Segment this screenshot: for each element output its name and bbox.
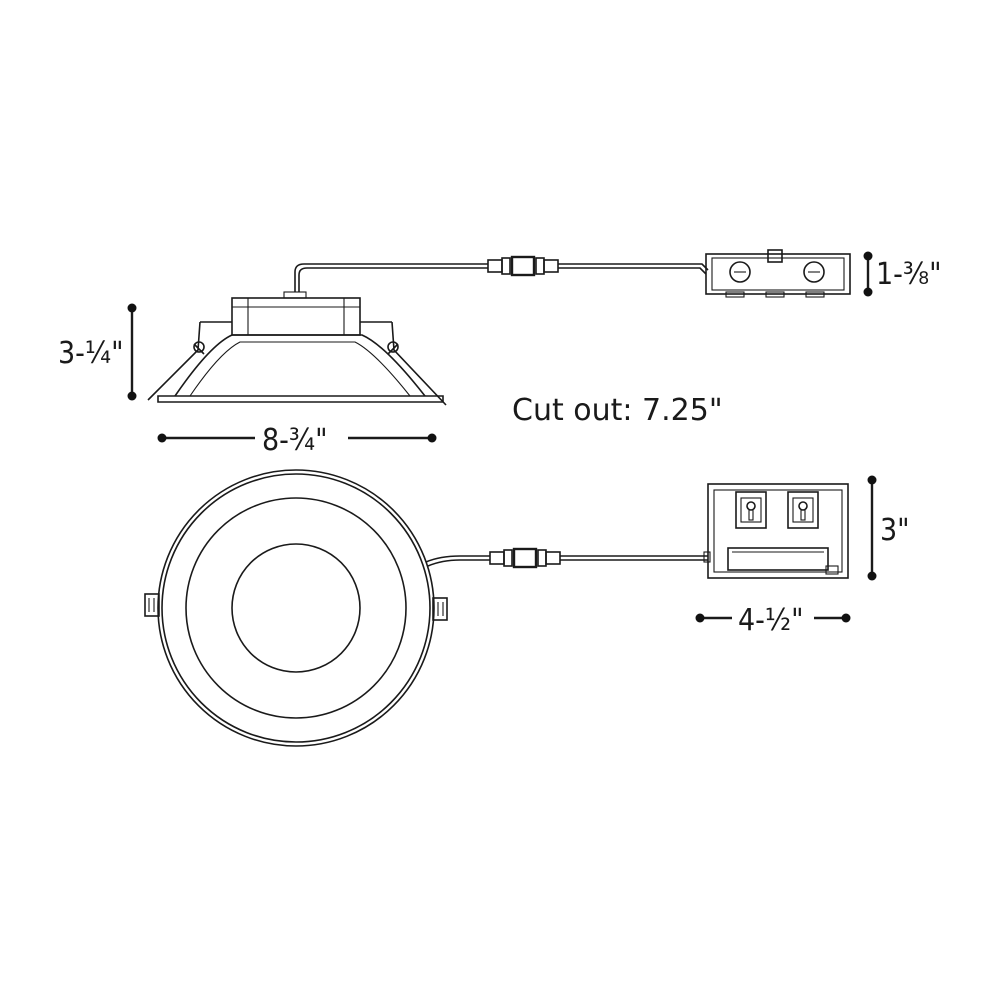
knockout-right: [803, 261, 825, 283]
clip-top-right: [432, 597, 448, 621]
junction-width-label: 4-½": [738, 603, 803, 638]
connector-side: [487, 255, 559, 277]
clip-pivot-right: [387, 341, 399, 353]
reflector-inner: [189, 341, 411, 397]
dimension-junction-depth: 3": [867, 475, 910, 581]
junction-box-side-view: [705, 249, 851, 298]
cable-entry: [703, 551, 711, 563]
downlight-top-view: [144, 469, 708, 747]
terminal-left: [735, 491, 767, 529]
junction-box-inner-side: [711, 257, 845, 291]
connector-top: [489, 547, 561, 569]
foot-1: [725, 291, 745, 298]
dimension-width-side: 8-¾": [157, 423, 437, 458]
cable-upper-d: [558, 267, 707, 275]
access-slot: [727, 547, 829, 571]
foot-2: [765, 291, 785, 298]
width-side-label: 8-¾": [262, 423, 327, 458]
terminal-right-screw: [798, 501, 808, 511]
spring-clip-left: [147, 321, 232, 401]
downlight-side-view: [147, 255, 709, 406]
terminal-left-screw: [746, 501, 756, 511]
trim-middle-ring: [185, 497, 407, 719]
foot-3: [805, 291, 825, 298]
trim-flange: [157, 395, 444, 403]
trim-outer-ring-inner: [161, 473, 431, 743]
cut-out-label: Cut out: 7.25": [512, 393, 723, 428]
clip-top-left: [144, 593, 160, 617]
dimension-junction-width: 4-½": [695, 603, 851, 638]
cable-upper-b: [298, 267, 488, 292]
trim-outer-ring: [157, 469, 435, 747]
knockout-left: [729, 261, 751, 283]
cable-gland: [283, 291, 307, 299]
junction-box-tab: [767, 249, 783, 263]
height-side-label: 3-¼": [58, 336, 123, 371]
junction-depth-label: 3": [880, 513, 910, 548]
lens-ring: [231, 543, 361, 673]
junction-height-label: 1-⅜": [876, 257, 941, 292]
spring-clip-right: [360, 321, 447, 406]
dimension-height-side: 3-¼": [58, 303, 137, 401]
junction-box-inner-top: [713, 489, 843, 573]
junction-box-body-side: [705, 253, 851, 295]
terminal-left-inner: [740, 497, 762, 523]
terminal-right: [787, 491, 819, 529]
cable-lower-b: [427, 559, 490, 567]
junction-box-body-top: [707, 483, 849, 579]
cable-lower-a: [425, 555, 490, 563]
junction-box-top-view: [703, 483, 849, 579]
driver-housing: [231, 297, 361, 336]
dimension-junction-height: 1-⅜": [863, 251, 941, 297]
terminal-right-inner: [792, 497, 814, 523]
clip-pivot-left: [193, 341, 205, 353]
corner-tab: [825, 565, 839, 575]
terminal-right-slot: [800, 509, 806, 521]
cable-upper-c: [558, 263, 709, 271]
cable-upper-a: [294, 263, 488, 292]
terminal-left-slot: [748, 509, 754, 521]
